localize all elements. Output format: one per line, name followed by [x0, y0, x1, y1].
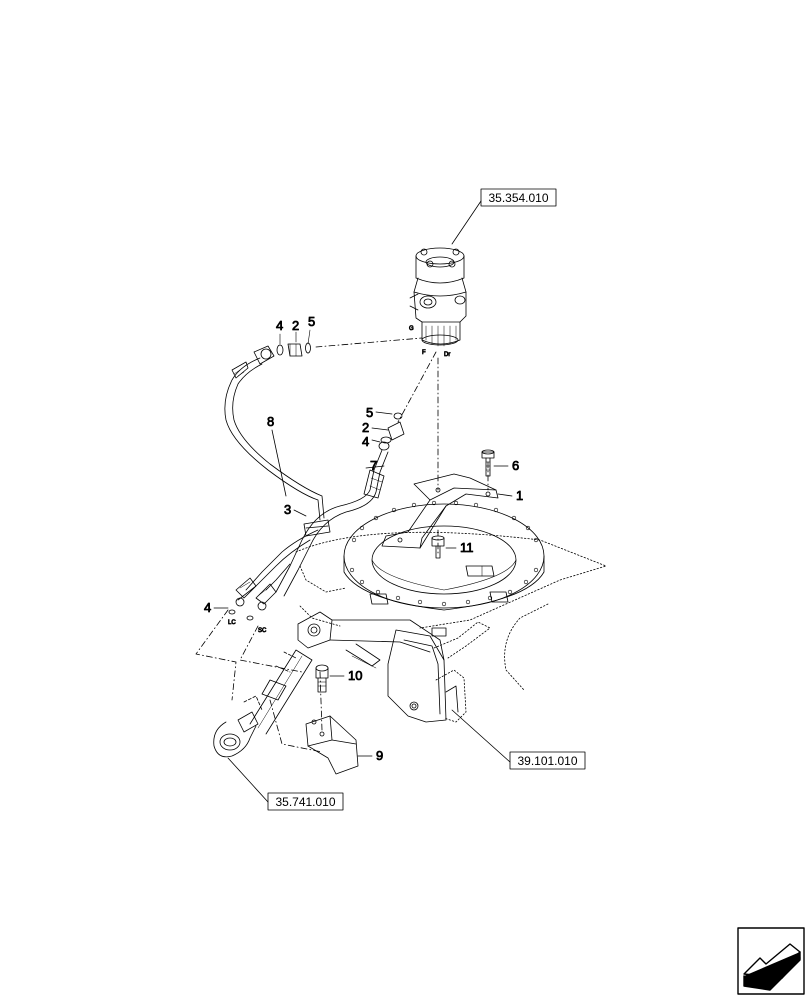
reference-cylinder-label[interactable]: 35.741.010 — [275, 795, 335, 809]
swing-cylinder — [213, 649, 313, 758]
reference-box-motor[interactable]: 35.354.010 — [480, 188, 557, 207]
callout-6: 6 — [512, 458, 519, 473]
callout-8: 8 — [267, 414, 274, 429]
next-page-arrow-icon[interactable] — [737, 927, 805, 995]
hose-8 — [224, 345, 325, 521]
callout-9: 9 — [376, 748, 383, 763]
callout-1: 1 — [516, 488, 523, 503]
cover-plate-9 — [305, 715, 359, 775]
main-frame — [295, 531, 607, 723]
bolt-6 — [481, 449, 495, 477]
callout-7: 7 — [370, 458, 377, 473]
callout-4-top: 4 — [276, 318, 283, 333]
port-dr-label: Dr — [444, 352, 450, 358]
swing-motor — [409, 247, 467, 347]
bolt-11 — [431, 535, 445, 559]
callout-10: 10 — [348, 668, 362, 683]
port-sc-label: SC — [258, 628, 267, 634]
reference-box-frame[interactable]: 39.101.010 — [509, 751, 586, 770]
hose-7 — [275, 412, 405, 597]
callout-5-top: 5 — [308, 314, 315, 329]
port-f-label: F — [422, 350, 426, 356]
callout-4-mid: 4 — [362, 434, 369, 449]
upper-fittings — [276, 342, 311, 357]
callout-2-top: 2 — [292, 318, 299, 333]
callout-11: 11 — [460, 540, 474, 555]
port-lc-label: LC — [228, 620, 236, 626]
callout-4-bottom: 4 — [204, 600, 211, 615]
hose-clamp-3 — [228, 519, 331, 621]
callout-5-mid: 5 — [366, 405, 373, 420]
reference-motor-label[interactable]: 35.354.010 — [488, 191, 548, 205]
reference-box-cylinder[interactable]: 35.741.010 — [267, 792, 344, 811]
port-g-label: G — [409, 326, 414, 332]
reference-frame-label[interactable]: 39.101.010 — [517, 754, 577, 768]
bracket-1 — [381, 473, 499, 549]
bolt-10 — [315, 664, 329, 693]
callout-2-mid: 2 — [362, 420, 369, 435]
callout-3: 3 — [284, 502, 291, 517]
swing-bearing-ring — [343, 500, 545, 637]
